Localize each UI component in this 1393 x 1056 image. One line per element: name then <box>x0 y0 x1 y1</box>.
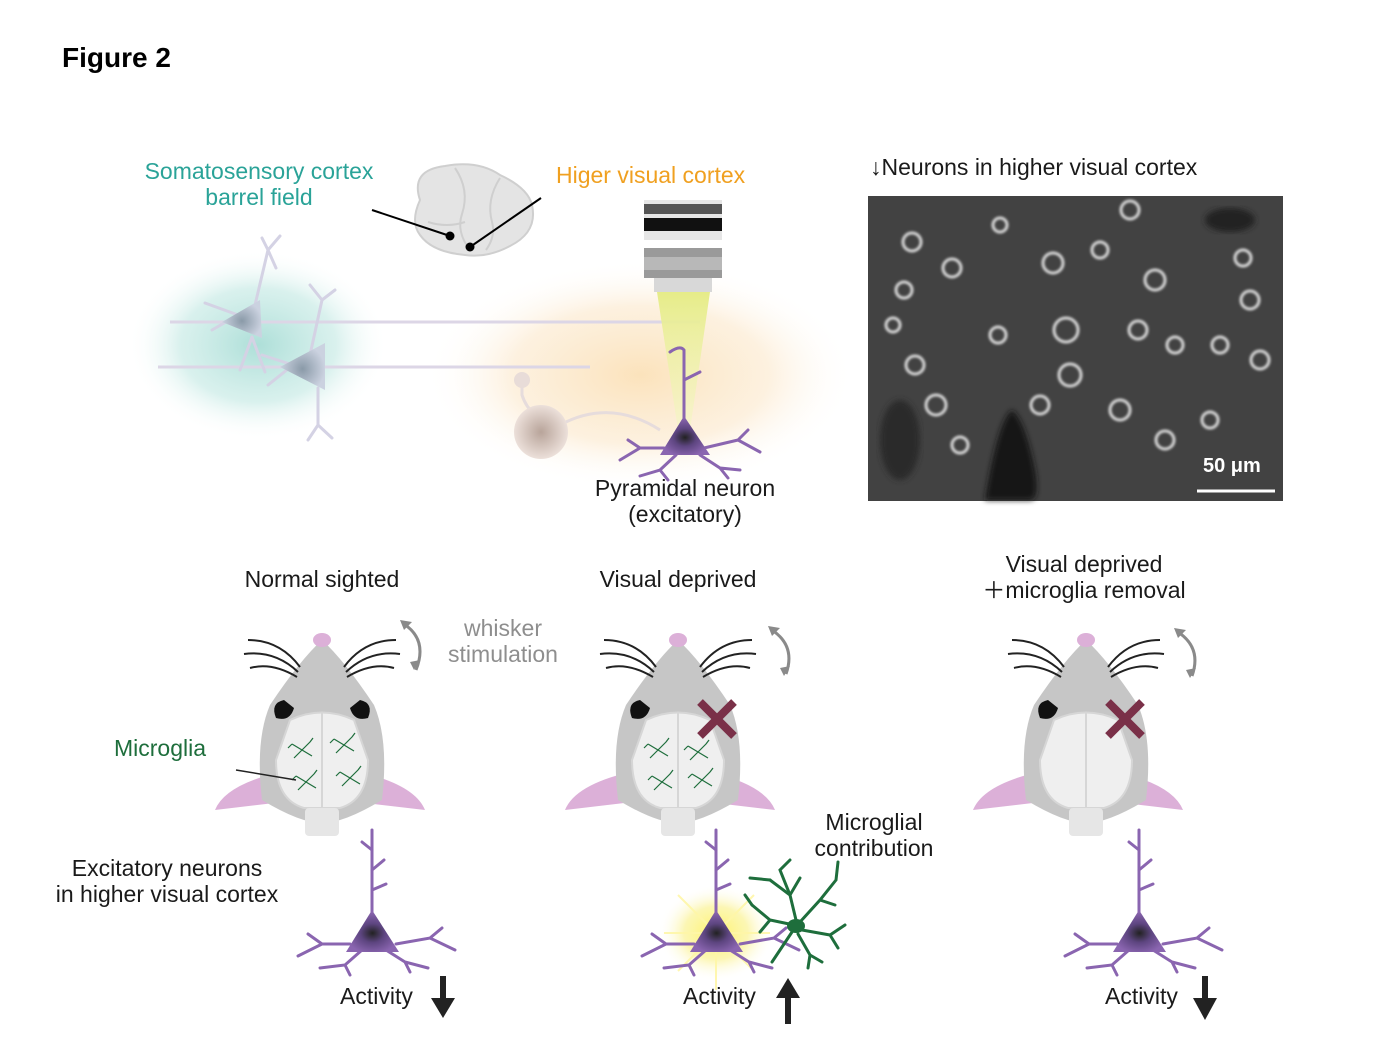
hva-label: Higer visual cortex <box>556 162 746 188</box>
neuron-microglia-removed <box>1063 828 1224 977</box>
activity-down-arrow-1 <box>431 976 455 1018</box>
microglial-contribution-line1: Microglial <box>825 809 923 835</box>
condition-title-removal-line2: ＋microglia removal <box>982 576 1186 603</box>
microglial-contribution-line2: contribution <box>814 834 934 861</box>
condition-title-normal-line1: Normal sighted <box>244 566 400 592</box>
scale-bar-label: 50 μm <box>1203 455 1261 477</box>
excitatory-label-line1: Excitatory neurons <box>71 855 263 881</box>
condition-title-removal-line1: Visual deprived <box>1005 551 1163 577</box>
mouse-normal <box>215 620 425 836</box>
neuron-activated <box>640 828 801 977</box>
microglial-contribution-label: Microglial contribution <box>796 809 952 862</box>
micrograph-title: ↓Neurons in higher visual cortex <box>870 154 1198 180</box>
mouse-microglia-removed <box>973 628 1197 836</box>
condition-title-normal: Normal sighted <box>202 566 442 593</box>
excitatory-label-line2: in higher visual cortex <box>55 880 279 907</box>
condition-title-removal: Visual deprived ＋microglia removal <box>950 551 1218 604</box>
pyramidal-label: Pyramidal neuron (excitatory) <box>570 475 800 528</box>
microglia-label: Microglia <box>114 735 207 761</box>
microglia-soma <box>787 919 805 933</box>
condition-title-deprived: Visual deprived <box>558 566 798 593</box>
activity-label-deprived: Activity <box>683 983 756 1009</box>
condition-title-deprived-line1: Visual deprived <box>599 566 757 592</box>
micrograph-image <box>868 196 1283 501</box>
figure-title: Figure 2 <box>62 42 171 73</box>
s1-glow <box>128 250 388 440</box>
excitatory-label: Excitatory neurons in higher visual cort… <box>22 855 312 908</box>
activity-up-arrow <box>776 978 800 1024</box>
activity-label-normal: Activity <box>340 983 413 1009</box>
microscope-objective <box>644 200 722 292</box>
pyramidal-neuron-top <box>618 346 762 482</box>
mouse-visual-deprived <box>565 626 791 836</box>
activity-label-removal: Activity <box>1105 983 1178 1009</box>
neuron-normal <box>296 828 457 977</box>
hva-glow <box>425 260 855 490</box>
whisker-label: whisker stimulation <box>430 615 576 668</box>
interneuron <box>514 372 661 459</box>
pyramidal-label-line2: (excitatory) <box>628 500 742 527</box>
activity-down-arrow-3 <box>1193 976 1217 1020</box>
s1-location-dot <box>445 231 455 241</box>
s1-neuron-soma-1 <box>222 300 262 338</box>
brain-pointer-lines <box>371 197 542 248</box>
pyramidal-label-line1: Pyramidal neuron <box>594 475 776 501</box>
whisker-label-line1: whisker <box>464 615 542 641</box>
microglia-cell <box>743 858 847 970</box>
mouse-brain-icon <box>414 163 534 257</box>
s1-neuron-soma-2 <box>280 343 325 390</box>
s1-label: Somatosensory cortex barrel field <box>120 158 398 211</box>
s1-label-line1: Somatosensory cortex <box>144 158 374 184</box>
whisker-label-line2: stimulation <box>448 640 558 667</box>
microglia-pointer <box>235 769 297 781</box>
s1-label-line2: barrel field <box>205 183 313 210</box>
hva-location-dot <box>465 242 475 252</box>
